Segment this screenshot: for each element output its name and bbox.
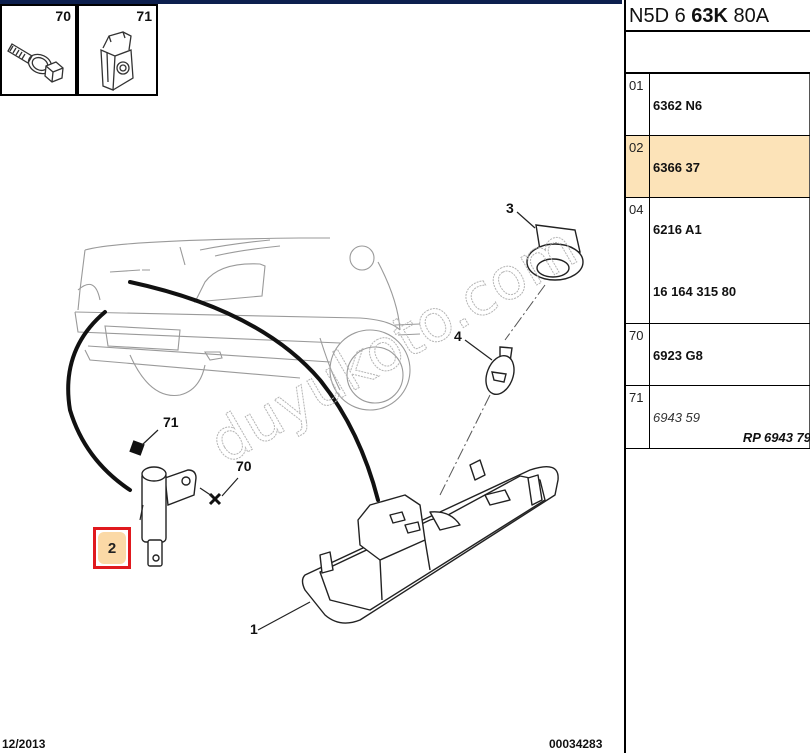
callout-4[interactable]: 4 (454, 328, 462, 344)
row-index: 70 (626, 324, 650, 385)
row-index: 04 (626, 198, 650, 323)
row-index: 01 (626, 74, 650, 135)
cable-harness (66, 280, 380, 502)
header-part-3: 80A (727, 5, 770, 27)
callout-71[interactable]: 71 (163, 414, 179, 430)
panel-blank-row (626, 32, 810, 74)
header-part-2: 63K (691, 5, 728, 27)
footer-reference: 00034283 (549, 737, 603, 751)
parts-list-panel: N5D 6 63K 80A 01 6362 N6 02 6366 37 04 6… (624, 0, 810, 753)
watermark-text: duyukoto.com (198, 213, 588, 477)
part-number[interactable]: 6362 N6 (653, 98, 703, 113)
part-number[interactable]: 16 164 315 80 (653, 284, 737, 299)
callout-1[interactable]: 1 (250, 621, 258, 637)
part-number[interactable]: 6366 37 (653, 160, 700, 175)
thumbnail-71[interactable]: 71 (77, 4, 158, 96)
car-rear-outline (74, 237, 421, 411)
parts-row-71[interactable]: 71 6943 59 RP 6943 79 (626, 386, 810, 449)
parts-row-70[interactable]: 70 6923 G8 (626, 324, 810, 386)
header-part-1: N5D 6 (629, 5, 692, 27)
part-number-superseded[interactable]: 6943 59 (653, 410, 700, 425)
part-3-lamp-socket (526, 224, 584, 281)
exploded-view: duyukoto.com (66, 211, 589, 631)
thumbnail-number: 71 (136, 8, 152, 24)
fastener-71-symbol (129, 440, 145, 456)
replacement-part-number[interactable]: RP 6943 79 (742, 430, 810, 445)
parts-diagram: 70 71 (0, 0, 622, 751)
leader-lines (139, 211, 536, 631)
top-bar (0, 0, 622, 4)
part-number[interactable]: 6923 G8 (653, 348, 703, 363)
callout-3[interactable]: 3 (506, 200, 514, 216)
part-number[interactable]: 6216 A1 (653, 222, 702, 237)
parts-row-02[interactable]: 02 6366 37 (626, 136, 810, 198)
panel-header: N5D 6 63K 80A (626, 0, 810, 32)
callout-2: 2 (107, 540, 117, 557)
thumbnail-70[interactable]: 70 (0, 4, 77, 96)
callout-70[interactable]: 70 (236, 458, 252, 474)
row-index: 02 (626, 136, 650, 197)
footer-date: 12/2013 (2, 737, 46, 751)
parts-row-04[interactable]: 04 6216 A1 16 164 315 80 (626, 198, 810, 324)
callout-2-highlighted[interactable]: 2 (93, 527, 131, 569)
parts-row-01[interactable]: 01 6362 N6 (626, 74, 810, 136)
assembly-axis (439, 284, 546, 496)
row-index: 71 (626, 386, 650, 448)
bolt-washer-icon (7, 43, 64, 83)
part-1-lamp-housing (301, 459, 559, 624)
clip-nut-icon (100, 31, 134, 91)
thumbnail-number: 70 (55, 8, 71, 24)
part-2-switch (141, 466, 197, 567)
part-4-bulb (485, 346, 515, 396)
